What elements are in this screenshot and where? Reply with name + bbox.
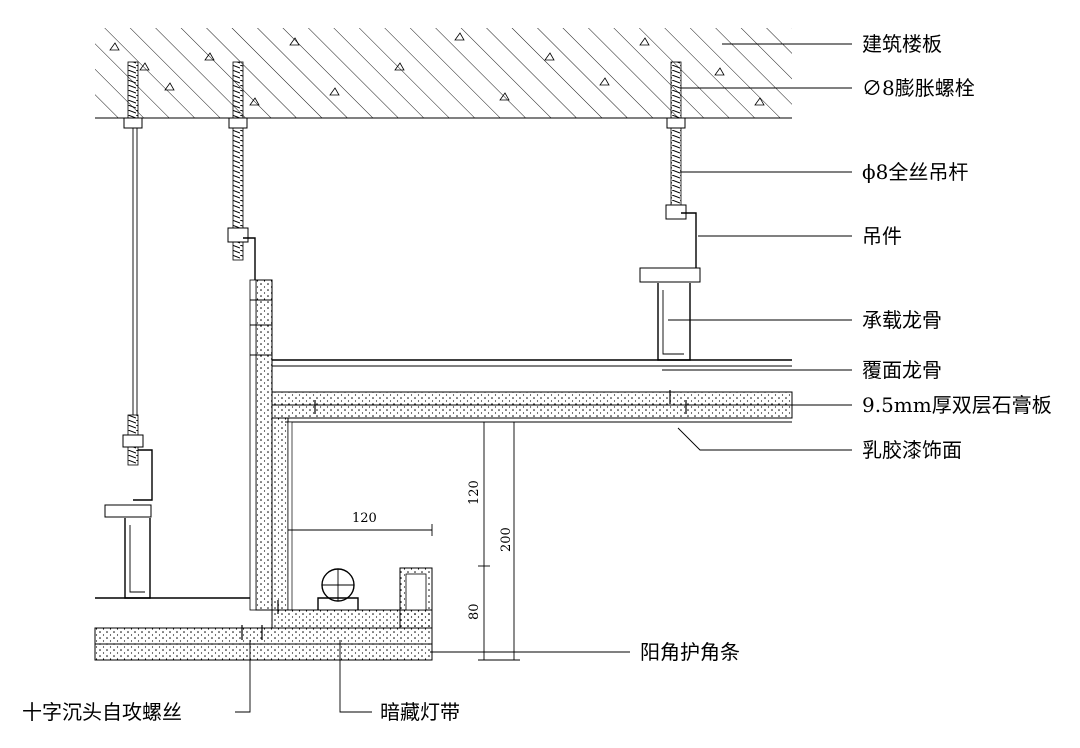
upper-board bbox=[271, 391, 793, 611]
label-screw: 十字沉头自攻螺丝 bbox=[22, 700, 182, 724]
label-expansion-bolt: ∅8膨胀螺栓 bbox=[862, 76, 975, 100]
dimension-lines bbox=[288, 421, 520, 661]
vertical-board bbox=[249, 279, 273, 611]
label-floor-slab: 建筑楼板 bbox=[862, 32, 942, 56]
dim-120-vertical: 120 bbox=[467, 480, 482, 505]
label-corner-guard: 阳角护角条 bbox=[640, 640, 740, 664]
label-gypsum-board: 9.5mm厚双层石膏板 bbox=[862, 393, 1052, 417]
leader-lines bbox=[235, 43, 852, 713]
cover-runner bbox=[95, 359, 792, 599]
label-hanger: 吊件 bbox=[862, 224, 902, 248]
dim-120-horizontal: 120 bbox=[352, 511, 377, 526]
label-latex-finish: 乳胶漆饰面 bbox=[862, 438, 962, 462]
light-trough bbox=[94, 567, 433, 661]
label-hidden-light: 暗藏灯带 bbox=[380, 700, 460, 724]
rod-mid bbox=[227, 61, 256, 280]
rod-left bbox=[122, 61, 153, 501]
dim-200-vertical: 200 bbox=[499, 527, 514, 552]
screws bbox=[241, 390, 687, 640]
label-threaded-rod: ϕ8全丝吊杆 bbox=[862, 160, 968, 184]
label-main-runner: 承载龙骨 bbox=[862, 308, 942, 332]
main-runner-left bbox=[104, 504, 152, 599]
label-cover-runner: 覆面龙骨 bbox=[862, 358, 942, 382]
dim-80-vertical: 80 bbox=[467, 603, 482, 620]
floor-slab bbox=[95, 28, 792, 119]
